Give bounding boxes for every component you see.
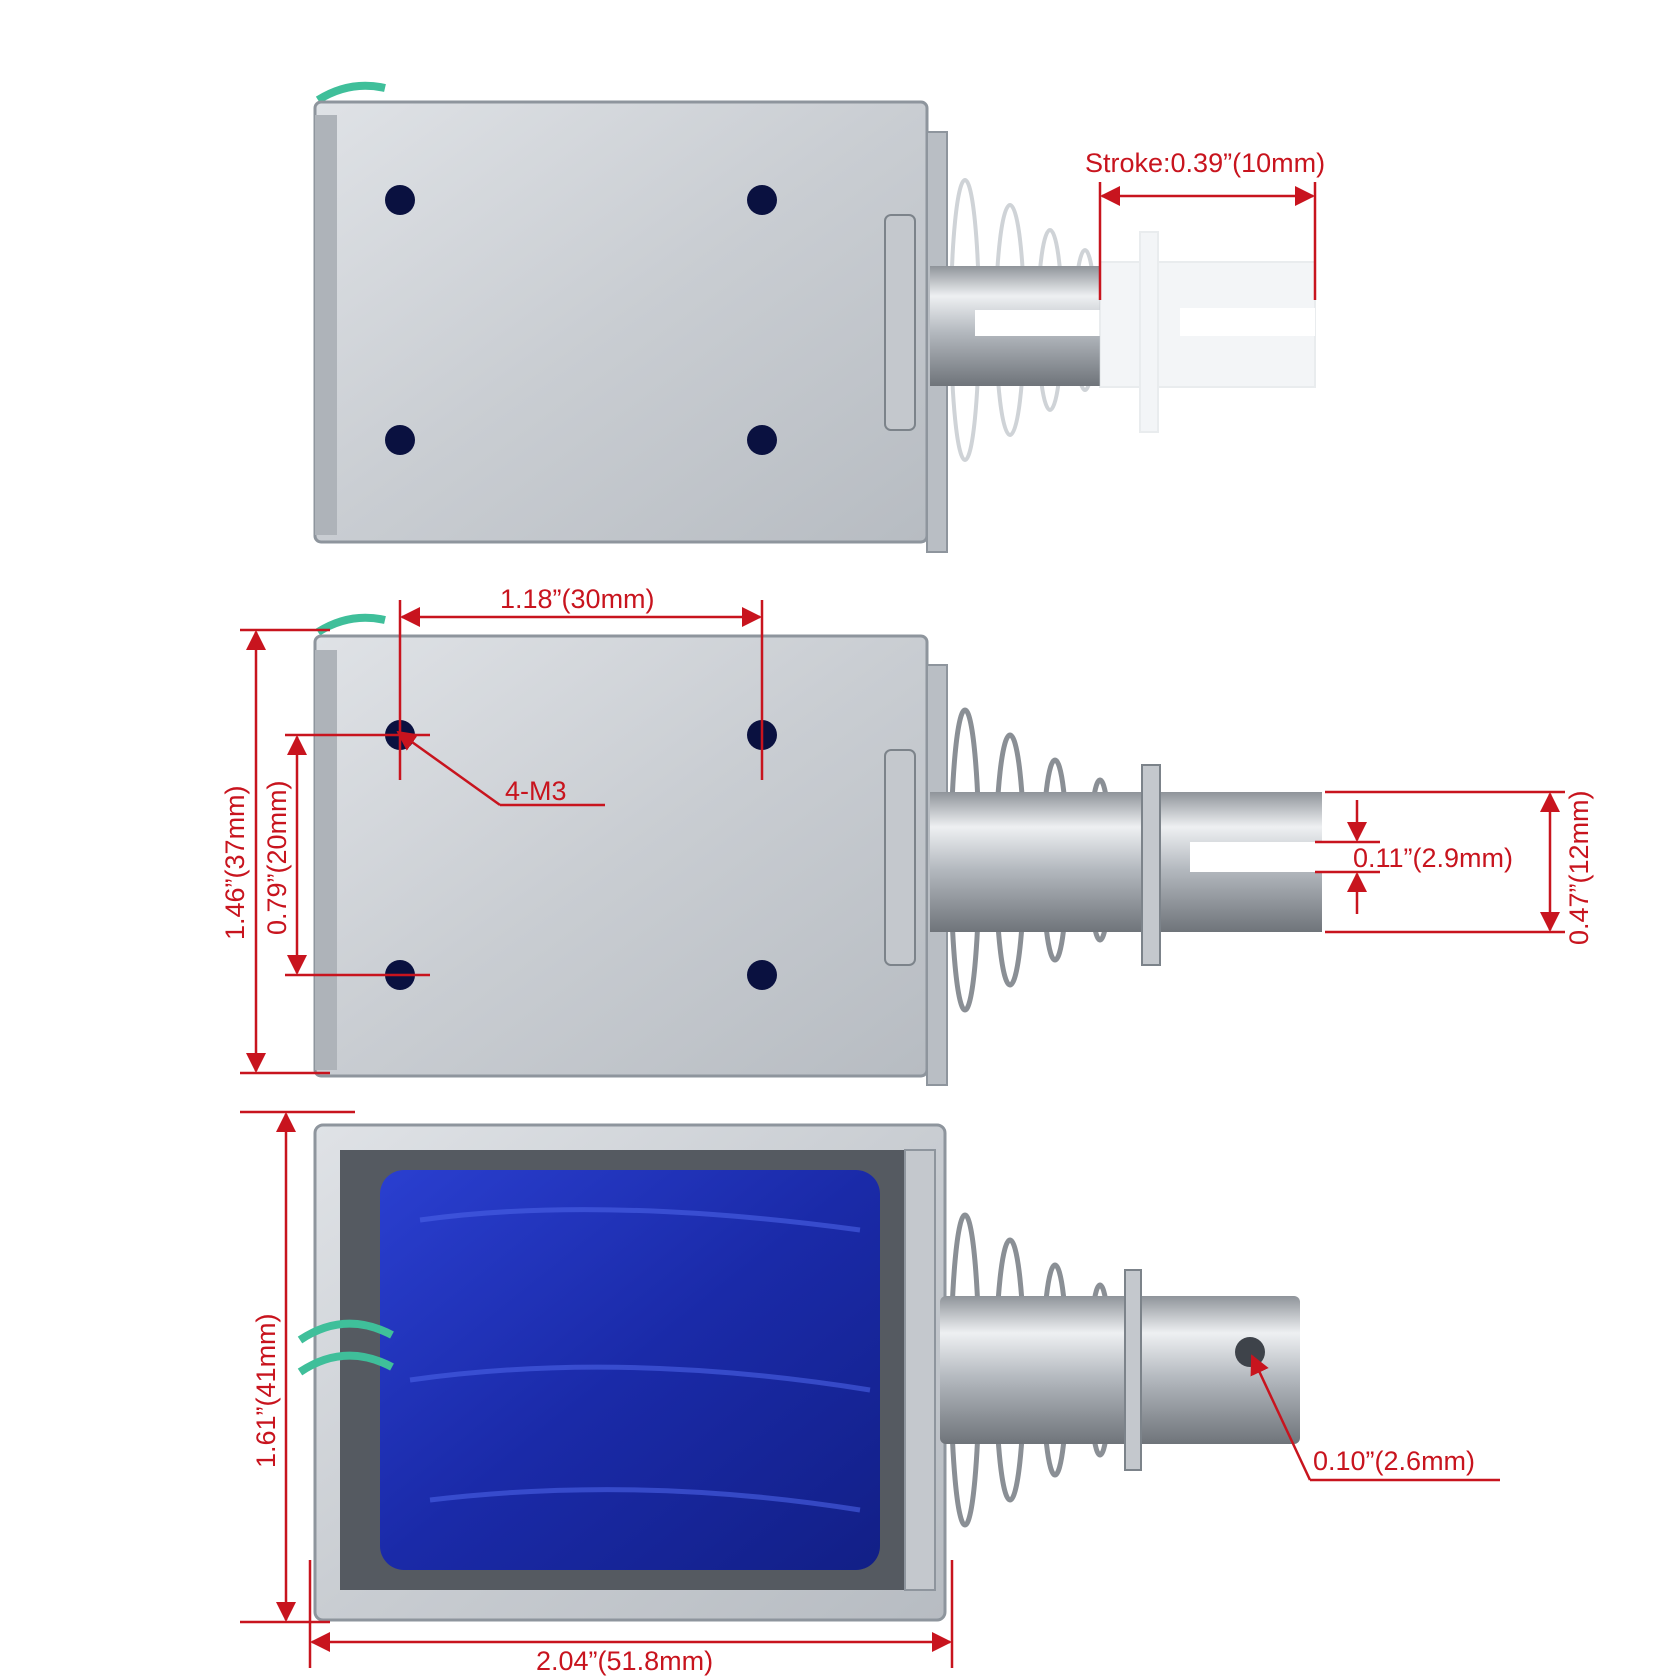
slot-width-label: 0.11”(2.9mm) bbox=[1353, 843, 1513, 873]
pin-hole-label: 0.10”(2.6mm) bbox=[1313, 1446, 1475, 1476]
retaining-clip bbox=[1141, 764, 1161, 966]
lead-wire bbox=[297, 1351, 394, 1376]
end-cap-tab bbox=[884, 214, 916, 431]
mount-hole bbox=[385, 185, 415, 215]
plunger-slot bbox=[975, 310, 1100, 336]
lead-wire bbox=[315, 613, 386, 636]
hole-spacing-label: 1.18”(30mm) bbox=[500, 584, 655, 614]
pin-hole-leader bbox=[1250, 1354, 1312, 1481]
coil-tape-highlight bbox=[409, 1207, 871, 1513]
top-view-extended bbox=[313, 81, 1316, 553]
mount-hole bbox=[747, 185, 777, 215]
dimension-lines bbox=[240, 182, 1565, 1668]
mount-holes-label: 4-M3 bbox=[505, 776, 567, 806]
dimension-labels: Stroke:0.39”(10mm) 1.18”(30mm) 4-M3 1.46… bbox=[220, 148, 1594, 1676]
pin-hole bbox=[1235, 1337, 1265, 1367]
plunger-shaft bbox=[940, 1296, 1300, 1444]
frame-plate bbox=[313, 100, 929, 544]
frame-plate bbox=[313, 634, 929, 1078]
hole-vertical-label: 0.79”(20mm) bbox=[262, 780, 292, 935]
top-view-dimensioned bbox=[313, 613, 1322, 1086]
mount-holes-leader bbox=[396, 730, 501, 807]
stroke-label: Stroke:0.39”(10mm) bbox=[1085, 148, 1325, 178]
lead-wire bbox=[315, 81, 386, 104]
plunger-slot bbox=[1190, 842, 1322, 872]
plunger-dia-label: 0.47”(12mm) bbox=[1564, 790, 1594, 945]
retaining-clip bbox=[1124, 1269, 1142, 1471]
mount-hole bbox=[747, 960, 777, 990]
lead-wire bbox=[297, 1319, 394, 1344]
mount-hole bbox=[747, 425, 777, 455]
end-cap-tab bbox=[884, 749, 916, 966]
frame-side-flange bbox=[315, 650, 337, 1070]
end-plate bbox=[904, 1149, 936, 1591]
plunger-ghost-extended bbox=[1099, 231, 1316, 433]
frame-side-flange bbox=[315, 115, 337, 535]
body-length-label: 2.04”(51.8mm) bbox=[536, 1646, 713, 1676]
body-width-label: 1.46”(37mm) bbox=[220, 785, 250, 940]
frame-height-label: 1.61”(41mm) bbox=[251, 1313, 281, 1468]
side-view-open-frame bbox=[297, 1123, 1300, 1622]
mount-hole bbox=[385, 425, 415, 455]
